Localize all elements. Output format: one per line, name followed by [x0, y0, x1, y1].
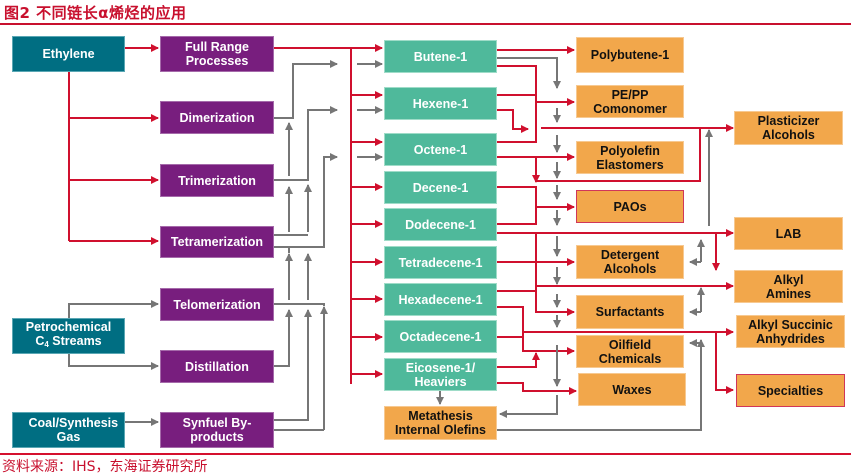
app-surfactants: Surfactants: [576, 295, 684, 329]
app-paos-label: PAOs: [613, 199, 647, 214]
app-pe-pp-comonomer: PE/PP Comonomer: [576, 85, 684, 118]
feedstock-ethylene: Ethylene: [12, 36, 125, 72]
app-waxes-label: Waxes: [612, 382, 652, 397]
app-plasticizer-label: Plasticizer Alcohols: [757, 114, 820, 142]
olefin-eicosene-heaviers: Eicosene-1/ Heaviers: [384, 358, 497, 391]
figure-title: 图2 不同链长α烯烃的应用: [4, 4, 187, 22]
app-polybutene-label: Polybutene-1: [590, 48, 670, 62]
olefin-tetradecene-label: Tetradecene-1: [398, 255, 483, 270]
process-distillation: Distillation: [160, 350, 274, 383]
process-tetramerization-label: Tetramerization: [170, 235, 264, 249]
olefin-dodecene-label: Dodecene-1: [405, 217, 476, 232]
red-flows: [68, 44, 734, 395]
process-full-range-label: Full Range Processes: [185, 40, 249, 68]
process-distillation-label: Distillation: [185, 359, 249, 374]
app-surfactants-label: Surfactants: [595, 305, 665, 319]
flow-distillation-up: [274, 309, 293, 367]
olefin-decene-label: Decene-1: [412, 180, 469, 195]
flow-decene-paos: [497, 186, 537, 225]
flow-metathesis-right: [497, 339, 705, 431]
olefin-hexadecene-label: Hexadecene-1: [398, 292, 483, 307]
process-synfuel-byproducts: Synfuel By-products: [160, 412, 274, 448]
feedstock-ethylene-label: Ethylene: [42, 47, 95, 61]
process-dimerization: Dimerization: [160, 101, 274, 134]
app-polybutene-1: Polybutene-1: [576, 37, 684, 73]
app-plasticizer-alcohols: Plasticizer Alcohols: [734, 111, 843, 145]
olefin-octadecene-label: Octadecene-1: [399, 329, 482, 344]
app-lab: LAB: [734, 217, 843, 250]
process-telomerization: Telomerization: [160, 288, 274, 321]
feedstock-coal-label: Coal/Synthesis Gas: [28, 416, 119, 444]
olefin-octadecene-1: Octadecene-1: [384, 320, 497, 353]
petrochemical-line1: Petrochemical: [25, 320, 112, 334]
app-alkyl-succinic-label: Alkyl Succinic Anhydrides: [748, 317, 833, 346]
process-telomerization-label: Telomerization: [173, 297, 261, 312]
olefin-metathesis-internal: Metathesis Internal Olefins: [384, 406, 497, 440]
app-detergent-label: Detergent Alcohols: [600, 248, 660, 276]
olefin-hexadecene-1: Hexadecene-1: [384, 283, 497, 316]
gray-flows: [68, 57, 713, 431]
process-synfuel-label: Synfuel By-products: [182, 416, 252, 444]
app-lab-label: LAB: [775, 226, 802, 241]
flow-hexene-plasticizer: [497, 109, 529, 133]
app-pe-pp-label: PE/PP Comonomer: [593, 87, 667, 116]
process-trimerization-label: Trimerization: [178, 173, 256, 188]
olefin-tetradecene-1: Tetradecene-1: [384, 246, 497, 279]
app-specialties: Specialties: [736, 374, 845, 407]
petrochemical-subscript: 4: [44, 340, 49, 349]
olefin-hexene-label: Hexene-1: [412, 96, 469, 111]
process-trimerization: Trimerization: [160, 164, 274, 197]
app-detergent-alcohols: Detergent Alcohols: [576, 245, 684, 279]
app-alkyl-amines-label: Alkyl Amines: [765, 272, 812, 301]
olefin-butene-1: Butene-1: [384, 40, 497, 73]
olefin-octene-1: Octene-1: [384, 133, 497, 166]
feedstock-coal-synthesis-gas: Coal/Synthesis Gas: [12, 412, 125, 448]
olefin-hexene-1: Hexene-1: [384, 87, 497, 120]
olefin-decene-1: Decene-1: [384, 171, 497, 204]
flow-telomerization-up: [274, 304, 324, 430]
app-paos: PAOs: [576, 190, 684, 223]
flow-synfuel-up: [274, 309, 312, 421]
flow-dimerization-up: [274, 60, 338, 119]
olefin-metathesis-label: Metathesis Internal Olefins: [395, 409, 486, 437]
flow-eicosene-oilfield: [497, 352, 540, 368]
olefin-octene-label: Octene-1: [413, 142, 468, 157]
flow-to-metathesis: [499, 395, 558, 418]
process-tetramerization: Tetramerization: [160, 226, 274, 258]
title-divider: [0, 23, 851, 25]
flow-eicosene-waxes: [497, 382, 577, 395]
app-specialties-label: Specialties: [757, 383, 824, 398]
app-waxes: Waxes: [578, 373, 686, 406]
app-alkyl-succinic-anhydrides: Alkyl Succinic Anhydrides: [736, 315, 845, 348]
olefin-eicosene-label: Eicosene-1/ Heaviers: [405, 360, 476, 389]
feedstock-petrochemical-label: Petrochemical C4 Streams: [26, 320, 111, 352]
process-dimerization-label: Dimerization: [179, 110, 255, 125]
petrochemical-streams: Streams: [48, 334, 102, 348]
petrochemical-c: C: [35, 334, 45, 348]
flow-trimerization-up: [274, 106, 338, 181]
app-polyolefin-elastomers: Polyolefin Elastomers: [576, 141, 684, 174]
app-oilfield-label: Oilfield Chemicals: [598, 337, 662, 366]
source-divider: [0, 453, 851, 455]
flow-tetramerization-up: [274, 157, 337, 248]
app-alkyl-amines: Alkyl Amines: [734, 270, 843, 303]
olefin-dodecene-1: Dodecene-1: [384, 208, 497, 241]
flow-fullrange-trunk: [274, 47, 352, 384]
flow-petrochemical-telomerization: [68, 300, 159, 322]
flow-hexadecene-oilfield: [497, 306, 575, 355]
olefin-butene-label: Butene-1: [413, 49, 468, 64]
app-oilfield-chemicals: Oilfield Chemicals: [576, 335, 684, 368]
source-note: 资料来源：IHS，东海证券研究所: [2, 459, 208, 475]
feedstock-petrochemical-c4: Petrochemical C4 Streams: [12, 318, 125, 354]
flow-butene-pepp: [497, 65, 537, 143]
process-full-range: Full Range Processes: [160, 36, 274, 72]
app-polyolefin-label: Polyolefin Elastomers: [596, 143, 664, 172]
flow-petrochemical-distillation: [68, 350, 159, 370]
